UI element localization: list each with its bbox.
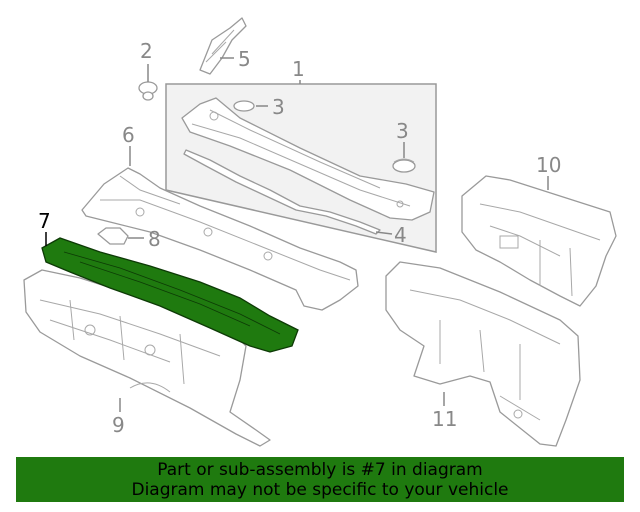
callout-10: 10	[536, 153, 561, 177]
info-banner: Part or sub-assembly is #7 in diagram Di…	[16, 457, 624, 502]
part-3-plug-right[interactable]	[392, 158, 416, 173]
part-11-dashboard-lower[interactable]	[385, 261, 581, 447]
part-2-clip[interactable]	[138, 81, 158, 101]
callout-3-upper: 3	[272, 95, 285, 119]
callout-3-right: 3	[396, 119, 409, 143]
part-1-cowl-top[interactable]	[181, 97, 435, 221]
callout-7: 7	[38, 209, 51, 233]
part-5-bracket[interactable]	[199, 17, 247, 75]
part-3-plug-upper[interactable]	[233, 100, 255, 112]
part-4-seal[interactable]	[183, 149, 381, 235]
part-6-cowl-upper[interactable]	[81, 167, 359, 311]
part-10-dashboard-upper[interactable]	[461, 175, 617, 307]
callout-9: 9	[112, 413, 125, 437]
callout-1: 1	[292, 57, 305, 81]
parts-diagram: 1 2 3 3 4 5 6 7 8 9 10 11	[23, 17, 617, 447]
callout-2: 2	[140, 39, 153, 63]
banner-line-2: Diagram may not be specific to your vehi…	[131, 479, 509, 500]
leader-4	[375, 231, 393, 235]
part-8-bracket[interactable]	[97, 227, 129, 245]
callout-5: 5	[238, 47, 251, 71]
callout-8: 8	[148, 227, 161, 251]
callout-4: 4	[394, 223, 407, 247]
callout-11: 11	[432, 407, 457, 431]
callout-6: 6	[122, 123, 135, 147]
part-7-dashboard-upper-highlighted[interactable]	[41, 237, 299, 353]
banner-line-1: Part or sub-assembly is #7 in diagram	[157, 459, 483, 480]
